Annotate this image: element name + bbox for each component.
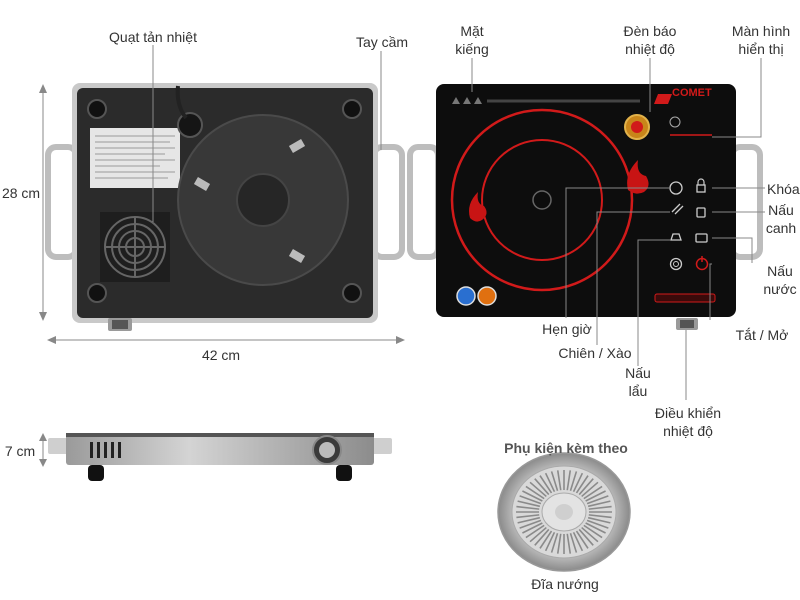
grill-slot: [517, 500, 541, 508]
grill-label: Đĩa nướng: [531, 576, 599, 592]
soup-label-line2: canh: [765, 220, 797, 236]
grill-slot: [572, 531, 584, 552]
soup-button[interactable]: [696, 207, 706, 218]
grill-slot: [586, 519, 609, 529]
grill-slot: [588, 514, 612, 519]
grill-slot: [525, 485, 545, 500]
grill-slot: [556, 533, 562, 554]
temp-control-label-line1: Điều khiển: [654, 405, 722, 421]
grill-slot: [550, 471, 559, 491]
temperature-slider[interactable]: [654, 293, 716, 303]
hotpot-label-line1: Nấu: [625, 365, 651, 381]
grill-slot: [569, 533, 578, 553]
display-label-line2: hiển thị: [738, 41, 784, 57]
boil-water-label-line2: nước: [763, 281, 797, 297]
grill-slot: [539, 475, 553, 494]
brand-logo: COMET: [672, 87, 712, 99]
outer-heating-ring: [450, 108, 634, 292]
soup-label: Nấu canh: [762, 201, 800, 237]
hotpot-button[interactable]: [670, 233, 682, 241]
grill-slot: [583, 485, 603, 500]
glass-label: Mặt kiếng: [443, 22, 501, 58]
grill-slot: [529, 481, 547, 498]
grill-slot: [587, 516, 611, 524]
grill-slot: [581, 481, 599, 498]
boil-water-label: Nấu nước: [760, 262, 800, 298]
grill-slot: [556, 470, 562, 491]
lock-label: Khóa: [767, 181, 800, 197]
grill-plate: [497, 452, 631, 572]
left-handle: [45, 144, 79, 260]
grill-slot: [550, 533, 559, 553]
grill-slot: [525, 524, 545, 539]
front-right-handle: [729, 144, 763, 260]
temp-light-label-line1: Đèn báo: [623, 23, 677, 39]
grill-slot: [585, 490, 606, 502]
front-view-cooktop: [407, 84, 763, 330]
fan-label: Quạt tản nhiệt: [109, 29, 197, 45]
grill-slot: [566, 470, 572, 491]
side-height-label: 7 cm: [4, 443, 36, 459]
grill-slot: [581, 526, 599, 543]
fry-label: Chiên / Xào: [558, 345, 632, 361]
grill-slot: [586, 495, 609, 505]
grill-slot: [522, 490, 543, 502]
boil-water-button[interactable]: [695, 233, 708, 243]
glass-label-line2: kiếng: [455, 41, 489, 57]
temp-control-label: Điều khiển nhiệt độ: [646, 404, 730, 440]
grill-slot: [585, 522, 606, 534]
grill-slot: [566, 533, 572, 554]
glass-top: [436, 84, 736, 317]
width-dimension-label: 42 cm: [201, 347, 241, 363]
right-handle: [371, 144, 405, 260]
grill-slot: [529, 526, 547, 543]
temp-control-label-line2: nhiệt độ: [663, 423, 713, 439]
grill-slot: [519, 495, 542, 505]
temp-light-label: Đèn báo nhiệt độ: [612, 22, 688, 58]
grill-slot: [578, 528, 594, 546]
lock-button[interactable]: [696, 184, 706, 193]
hotpot-label-line2: lẩu: [628, 383, 648, 399]
grill-slot: [522, 522, 543, 534]
grill-slot: [544, 531, 556, 552]
timer-label: Hẹn giờ: [542, 321, 592, 337]
grill-slot: [539, 530, 553, 549]
power-label: Tắt / Mở: [735, 327, 789, 343]
hotpot-label: Nấu lẩu: [616, 364, 660, 400]
grill-slot: [519, 519, 542, 529]
fry-button[interactable]: [671, 203, 684, 215]
grill-slot: [516, 514, 540, 519]
grill-slot: [587, 500, 611, 508]
front-left-handle: [407, 144, 441, 260]
grill-slot: [575, 530, 589, 549]
accessory-title: Phụ kiện kèm theo: [504, 440, 628, 456]
display-label: Màn hình hiển thị: [722, 22, 800, 58]
grill-slot: [578, 478, 594, 496]
grill-slot: [534, 528, 550, 546]
glass-label-line1: Mặt: [460, 23, 484, 39]
grill-slot: [544, 472, 556, 493]
bottom-view-cooktop: [45, 83, 405, 331]
height-dimension-label: 28 cm: [1, 185, 41, 201]
grill-slot: [575, 475, 589, 494]
grill-slot: [569, 471, 578, 491]
grill-slot: [517, 516, 541, 524]
handle-label: Tay cầm: [355, 34, 409, 50]
boil-water-label-line1: Nấu: [767, 263, 793, 279]
side-body: [66, 433, 374, 465]
grill-slot: [534, 478, 550, 496]
cooling-fan: [100, 212, 170, 282]
display-label-line1: Màn hình: [731, 23, 791, 39]
soup-label-line1: Nấu: [768, 202, 794, 218]
side-view-cooktop: [48, 433, 392, 481]
temp-light-label-line2: nhiệt độ: [625, 41, 675, 57]
grill-slot: [516, 505, 540, 510]
inner-heating-ring: [481, 139, 603, 261]
grill-slot: [583, 524, 603, 539]
grill-slot: [588, 505, 612, 510]
spec-sticker: [90, 128, 180, 188]
grill-slot: [572, 472, 584, 493]
